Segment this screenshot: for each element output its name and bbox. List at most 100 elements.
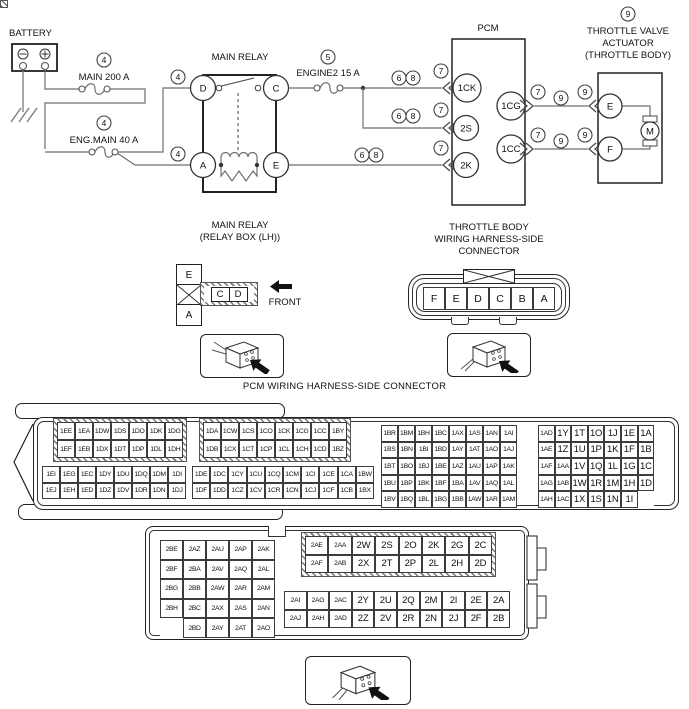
pin-cell: 1DT — [111, 440, 129, 458]
pin-cell: 2AN — [252, 598, 275, 619]
pin-cell: 2AR — [229, 579, 252, 599]
pin-cell: 1CM — [282, 466, 302, 483]
fuse2-label: ENG.MAIN 40 A — [70, 135, 139, 146]
tb-connector-title-2: WIRING HARNESS-SIDE — [434, 234, 544, 245]
svg-text:4: 4 — [176, 149, 181, 159]
pin-cell: 1A — [637, 425, 655, 442]
pin-cell: 1I — [620, 491, 638, 508]
pin-cell: 1H — [620, 474, 638, 492]
pin-cell: 1U — [571, 441, 588, 459]
pin-cell: 2AD — [329, 609, 352, 629]
pin-cell: 1BD — [432, 441, 449, 459]
pin-cell: 2AP — [229, 540, 252, 560]
pin-cell: 2BA — [183, 559, 206, 580]
tb-connector-keyway — [463, 269, 515, 284]
callout-6: 6 — [354, 147, 370, 163]
pin-cell: E — [445, 287, 467, 310]
pin-cell: 1EH — [60, 482, 78, 499]
pin-cell: 1DO — [129, 422, 147, 440]
pin-cell: 1DV — [114, 482, 132, 499]
pin-cell: 1BS — [381, 441, 398, 459]
pin-cell: 1DS — [111, 422, 129, 440]
pin-cell: B — [511, 287, 533, 310]
svg-text:9: 9 — [559, 93, 564, 103]
pin-cell: 1AB — [554, 474, 572, 492]
pin-cell: 1BQ — [398, 491, 415, 508]
actuator-title-2: ACTUATOR — [602, 38, 654, 49]
svg-text:M: M — [646, 127, 654, 138]
battery-plus-icon — [39, 48, 51, 60]
svg-text:8: 8 — [411, 111, 416, 121]
battery-label: BATTERY — [9, 28, 53, 39]
pcm-title: PCM — [477, 23, 498, 34]
pin-cell: 1EG — [60, 466, 78, 483]
pin-cell: 1DM — [150, 466, 168, 483]
pin-cell: 1BI — [415, 441, 432, 459]
pin-cell: 2BC — [183, 598, 206, 619]
pin-cell: 1DI — [168, 466, 186, 483]
pin-cell: F — [423, 287, 445, 310]
callout-9: 9 — [553, 133, 569, 149]
pin-cell: 1AD — [538, 425, 555, 442]
callout-5: 5 — [320, 49, 336, 65]
pin-cell: 1BP — [398, 474, 415, 492]
svg-text:C: C — [273, 84, 280, 95]
pcm-connector2-housing-inner — [149, 530, 525, 636]
pin-cell: 1DE — [192, 466, 211, 483]
pin-cell: 2AK — [252, 540, 275, 560]
fuse3-label: ENGINE2 15 A — [296, 68, 360, 79]
callout-8: 8 — [368, 147, 384, 163]
callout-9: 9 — [553, 90, 569, 106]
tb-connector-title-1: THROTTLE BODY — [449, 222, 529, 233]
svg-text:8: 8 — [374, 150, 379, 160]
pin-cell: 2G — [445, 536, 469, 555]
pin-cell: 1K — [604, 441, 621, 459]
pin-cell: 2AX — [206, 598, 229, 619]
pin-cell: 2F — [464, 609, 488, 629]
pin-cell: 1F — [620, 441, 638, 459]
pin-cell: 1CQ — [264, 466, 283, 483]
pin-cell: 2BF — [160, 559, 183, 580]
svg-text:1CG: 1CG — [501, 101, 521, 112]
pin-cell: 1V — [571, 458, 588, 475]
pin-cell: 1CR — [264, 482, 283, 499]
pin-cell: 1CZ — [228, 482, 247, 499]
pin-cell: 1BZ — [329, 440, 347, 458]
relay-keyway-x — [176, 284, 202, 306]
connector-photo-box — [447, 333, 531, 377]
callout-7: 7 — [530, 84, 546, 100]
tb-tab — [499, 317, 517, 325]
connector-photo-box — [200, 334, 284, 378]
pin-cell: 2V — [374, 609, 397, 629]
pin-cell: 1G — [620, 458, 638, 475]
tb-tab — [451, 317, 469, 325]
actuator-title-3: (THROTTLE BODY) — [585, 50, 671, 61]
pin-cell: 1CW — [221, 422, 239, 440]
pin-cell: 2N — [419, 609, 443, 629]
fuse-engmain-40a — [45, 146, 119, 158]
pin-cell: 1EB — [75, 440, 93, 458]
pcm-block-a-frame — [0, 0, 8, 8]
pin-cell: 1Q — [587, 458, 605, 475]
pin-cell: 1CG — [293, 422, 311, 440]
svg-text:2S: 2S — [460, 124, 472, 135]
callout-7: 7 — [433, 63, 449, 79]
pcm-terminal-1ck: 1CK — [452, 73, 482, 103]
pcm-connector-title: PCM WIRING HARNESS-SIDE CONNECTOR — [242, 381, 447, 392]
callout-7: 7 — [433, 102, 449, 118]
pin-cell: 1W — [571, 474, 588, 492]
housing-notch — [268, 526, 286, 537]
pin-cell: 1AP — [483, 458, 500, 475]
pin-cell: D — [467, 287, 489, 310]
pin-cell: 1CA — [337, 466, 356, 483]
pin-cell: 1CV — [246, 482, 265, 499]
pin-cell: 1DH — [165, 440, 183, 458]
svg-text:6: 6 — [397, 73, 402, 83]
callout-4: 4 — [170, 146, 186, 162]
housing-side-tabs — [526, 535, 547, 629]
